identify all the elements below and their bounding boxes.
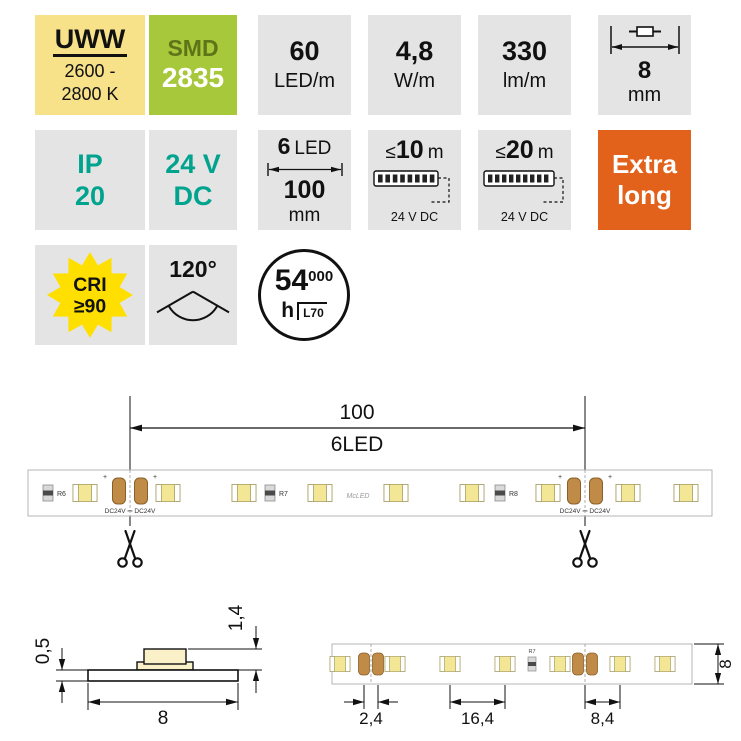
voltage-line2: DC — [173, 181, 213, 211]
badge-lifetime: 54 000 h L70 — [258, 249, 350, 341]
svg-text:+: + — [608, 474, 612, 481]
max-run-10-number: 10 — [395, 136, 424, 164]
resistor-label-r6: R6 — [57, 491, 66, 498]
beam-angle-icon — [156, 290, 230, 321]
pad-pitch-dim: 2,4 — [359, 709, 383, 728]
badge-module-length: 6 LED 100 mm — [258, 130, 351, 230]
badge-chip-type: SMD 2835 — [149, 15, 237, 115]
lifetime-value: 54 — [274, 264, 309, 298]
max-run-20-unit: m — [537, 142, 554, 163]
max-run-10-unit: m — [427, 142, 444, 163]
flux-unit: lm/m — [502, 69, 547, 92]
extra-long-line1: Extra — [611, 148, 678, 179]
extra-long-line2: long — [617, 180, 672, 210]
lifetime-unit-row: h L70 — [281, 299, 327, 323]
beam-angle-value: 120° — [169, 255, 217, 282]
cri-value: ≥90 — [74, 295, 106, 317]
module-length-arrow-icon — [266, 163, 343, 176]
svg-text:DC24V ⎓ DC24V: DC24V ⎓ DC24V — [560, 508, 611, 515]
module-length-dim: 100 — [339, 401, 374, 424]
max-run-20-number: 20 — [505, 136, 534, 164]
voltage-line1: 24 V — [165, 148, 221, 179]
brand-print: McLED — [347, 493, 370, 500]
thickness-dim: 0,5 — [33, 638, 54, 664]
strip-run-icon — [372, 170, 450, 203]
lifetime-zeros: 000 — [308, 268, 334, 286]
flux-value: 330 — [501, 36, 548, 67]
led-pitch-dim: 16,4 — [461, 709, 494, 728]
led-strip-drawing: R6 R7 R8 + + + + DC24V ⎓ DC24V DC24V ⎓ D… — [27, 469, 713, 517]
power-unit: W/m — [393, 69, 436, 92]
strip-width-dim: 8 — [716, 659, 735, 668]
module-length-unit: mm — [288, 205, 321, 226]
strip-width-icon — [609, 25, 680, 54]
led-density-value: 60 — [289, 36, 320, 67]
badge-extra-long: Extra long — [598, 130, 691, 230]
badge-power: 4,8 W/m — [368, 15, 461, 115]
lifetime-l70-box: L70 — [297, 301, 327, 320]
led-chip — [72, 484, 98, 502]
module-count: 6 — [277, 133, 291, 159]
badge-flux: 330 lm/m — [478, 15, 571, 115]
badge-ip-rating: IP 20 — [35, 130, 145, 230]
chip-size: 2835 — [161, 61, 225, 93]
resistor-label: R7 — [528, 649, 535, 655]
badge-cri: CRI ≥90 — [35, 245, 145, 345]
badge-led-density: 60 LED/m — [258, 15, 351, 115]
cri-star-icon: CRI ≥90 — [47, 252, 133, 338]
lte-sign: ≤ — [385, 142, 396, 163]
resistor-label-r7: R7 — [279, 491, 288, 498]
cri-label: CRI — [73, 274, 106, 296]
max-run-20-value: ≤ 20 m — [495, 136, 553, 165]
color-temp-range-2: 2800 K — [61, 83, 119, 104]
resistor — [42, 484, 54, 502]
led-density-unit: LED/m — [273, 69, 336, 92]
badge-strip-width: 8 mm — [598, 15, 691, 115]
badge-voltage: 24 V DC — [149, 130, 237, 230]
lifetime-unit: h — [281, 298, 295, 322]
max-run-10-value: ≤ 10 m — [385, 136, 443, 165]
strip-width-unit: mm — [627, 84, 662, 107]
badge-max-run-10: ≤ 10 m 24 V DC — [368, 130, 461, 230]
badge-color-temp: UWW 2600 - 2800 K — [35, 15, 145, 115]
strip-segment-drawing: R7 — [329, 643, 693, 685]
module-led-count: 6 LED — [278, 133, 332, 160]
cut-to-led-dim: 8,4 — [591, 709, 615, 728]
chip-type-label: SMD — [167, 35, 219, 62]
color-temp-range-1: 2600 - — [64, 61, 116, 82]
strip-dimension-diagram: 100 6LED R6 R7 R8 + + + + DC24V ⎓ DC24V … — [27, 396, 713, 568]
lifetime-hours: 54 000 — [274, 264, 334, 298]
strip-side-profile-diagram: 0,5 1,4 8 — [33, 604, 262, 729]
strip-width-value: 8 — [637, 56, 652, 84]
ip-line1: IP — [77, 148, 103, 179]
module-length-value: 100 — [283, 176, 326, 204]
color-temp-code: UWW — [52, 24, 128, 58]
lte-sign: ≤ — [495, 142, 506, 163]
plus-mark: + — [103, 474, 107, 481]
max-run-20-caption: 24 V DC — [500, 210, 549, 224]
height-dim: 1,4 — [226, 604, 247, 631]
svg-text:+: + — [558, 474, 562, 481]
strip-pitch-diagram: R7 2,4 16,4 8,4 8 — [329, 643, 735, 728]
scissors-icon — [117, 529, 143, 568]
badge-max-run-20: ≤ 20 m 24 V DC — [478, 130, 571, 230]
scissors-icon — [572, 529, 598, 568]
module-led-count-dim: 6LED — [331, 433, 384, 456]
strip-run-icon — [482, 170, 564, 203]
power-value: 4,8 — [395, 36, 434, 67]
svg-text:+: + — [153, 474, 157, 481]
ip-line2: 20 — [74, 181, 106, 211]
pad-label: DC24V ⎓ DC24V — [105, 508, 156, 515]
resistor-label-r8: R8 — [509, 491, 518, 498]
max-run-10-caption: 24 V DC — [390, 210, 439, 224]
badge-beam-angle: 120° — [149, 245, 237, 345]
module-count-unit: LED — [294, 138, 332, 159]
profile-drawing — [87, 648, 239, 682]
width-dim: 8 — [158, 708, 169, 729]
